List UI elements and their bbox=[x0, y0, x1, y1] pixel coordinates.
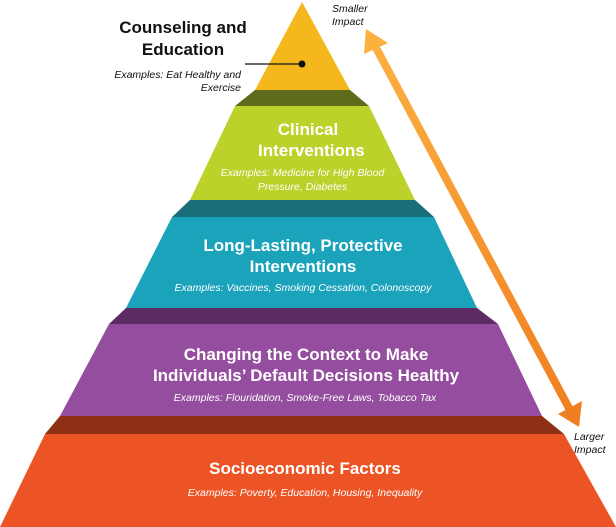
tier-1-example: Examples: Eat Healthy and Exercise bbox=[114, 69, 241, 94]
tier-2-side bbox=[172, 200, 434, 217]
tier-3-side bbox=[109, 308, 498, 324]
tier-1-side bbox=[235, 90, 369, 106]
impact-arrow-head-bottom bbox=[558, 401, 582, 427]
tier-4-example: Examples: Flouridation, Smoke-Free Laws,… bbox=[173, 392, 437, 404]
tier-clinical bbox=[190, 106, 415, 200]
tier-counseling bbox=[255, 2, 350, 90]
tier-5-example: Examples: Poverty, Education, Housing, I… bbox=[187, 487, 423, 499]
tier-3-title: Long-Lasting, Protective Interventions bbox=[203, 236, 403, 276]
impact-top-label: Smaller Impact bbox=[332, 3, 368, 28]
tier-2-example: Examples: Medicine for High Blood Pressu… bbox=[220, 167, 385, 193]
tier-1-title: Counseling and Education bbox=[119, 18, 247, 59]
impact-bottom-label: Larger Impact bbox=[574, 431, 606, 456]
tier-4-side bbox=[45, 416, 564, 434]
tier-2-title: Clinical Interventions bbox=[258, 120, 365, 160]
tier-3-example: Examples: Vaccines, Smoking Cessation, C… bbox=[174, 282, 432, 294]
tier-4-title: Changing the Context to Make Individuals… bbox=[152, 345, 460, 385]
tier-context bbox=[60, 324, 542, 416]
impact-arrow-shaft bbox=[371, 44, 574, 412]
tier-protective bbox=[126, 217, 477, 308]
callout-dot bbox=[298, 60, 306, 68]
tier-socioeconomic bbox=[0, 434, 616, 527]
tier-5-title: Socioeconomic Factors bbox=[209, 459, 401, 478]
impact-arrow-head-top bbox=[364, 29, 388, 54]
